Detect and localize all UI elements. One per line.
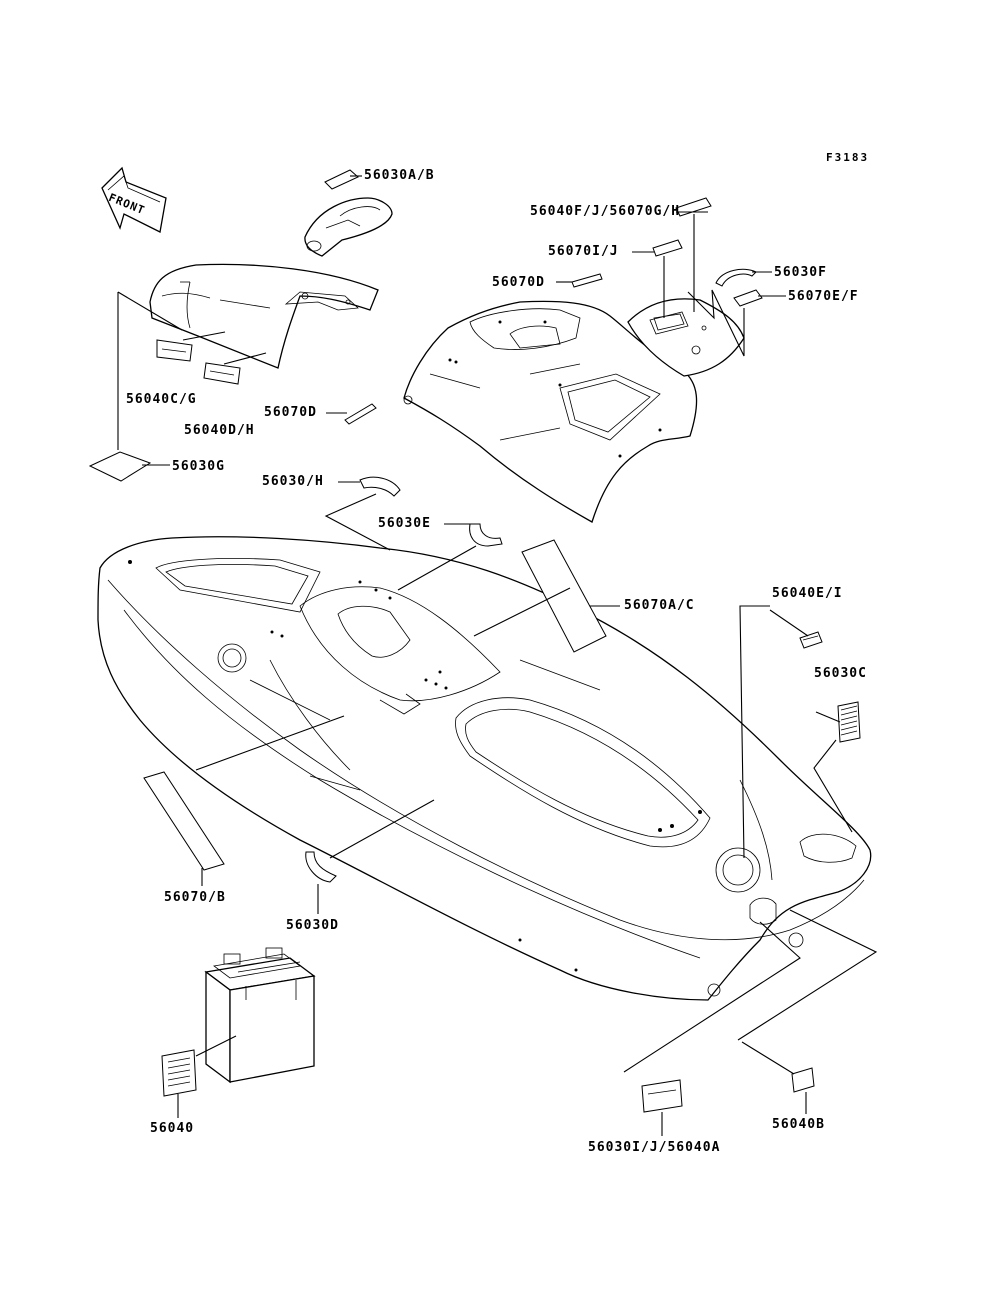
decal-56030AB bbox=[324, 169, 359, 190]
clip-56030F bbox=[715, 268, 757, 287]
label-56070EF: 56070E/F bbox=[788, 289, 859, 304]
label-56030E: 56030E bbox=[378, 516, 431, 531]
label-56070AC: 56070A/C bbox=[624, 598, 695, 613]
label-56070D-mid: 56070D bbox=[264, 405, 317, 420]
label-56040EI: 56040E/I bbox=[772, 586, 843, 601]
label-56040: 56040 bbox=[150, 1121, 195, 1136]
decal-56040DH bbox=[203, 362, 241, 385]
label-56040CG: 56040C/G bbox=[126, 392, 197, 407]
decal-56070D-mid bbox=[344, 403, 377, 425]
handlebar-cover bbox=[304, 197, 393, 257]
label-56030H: 56030/H bbox=[262, 474, 324, 489]
decal-56040B bbox=[791, 1067, 815, 1093]
decal-56040EI bbox=[799, 631, 823, 649]
label-56040DH: 56040D/H bbox=[184, 423, 255, 438]
label-56030IJ-56040A: 56030I/J/56040A bbox=[588, 1140, 721, 1155]
decal-56070AC bbox=[521, 539, 607, 653]
front-hood bbox=[149, 263, 379, 369]
label-56030C: 56030C bbox=[814, 666, 867, 681]
label-56040FJ-56070GH: 56040F/J/56070G/H bbox=[530, 204, 681, 219]
hull bbox=[97, 536, 872, 1001]
decal-56070B bbox=[143, 771, 225, 871]
battery bbox=[204, 947, 316, 1084]
decal-56040CG bbox=[156, 339, 193, 362]
label-56040B: 56040B bbox=[772, 1117, 825, 1132]
figure-code: F3183 bbox=[826, 151, 870, 164]
label-56030AB: 56030A/B bbox=[364, 168, 435, 183]
label-56030D: 56030D bbox=[286, 918, 339, 933]
label-56030F: 56030F bbox=[774, 265, 827, 280]
decal-56040FJ-56070GH bbox=[675, 197, 712, 217]
front-arrow-icon bbox=[101, 166, 167, 233]
decal-56030G bbox=[88, 451, 152, 482]
decal-56030C bbox=[837, 701, 861, 743]
decal-56030IJ-56040A bbox=[641, 1079, 683, 1113]
label-56070B: 56070/B bbox=[164, 890, 226, 905]
decal-56030E bbox=[469, 523, 503, 547]
hatch-cover bbox=[403, 300, 698, 523]
decal-56070IJ bbox=[652, 239, 683, 257]
decal-56070D-top bbox=[571, 273, 603, 288]
label-56070IJ: 56070I/J bbox=[548, 244, 619, 259]
decal-56070EF bbox=[733, 289, 763, 307]
decal-56030H bbox=[359, 476, 401, 497]
label-56070D-top: 56070D bbox=[492, 275, 545, 290]
decal-56030D bbox=[305, 851, 337, 883]
label-56030G: 56030G bbox=[172, 459, 225, 474]
battery-label-decal bbox=[161, 1049, 197, 1097]
